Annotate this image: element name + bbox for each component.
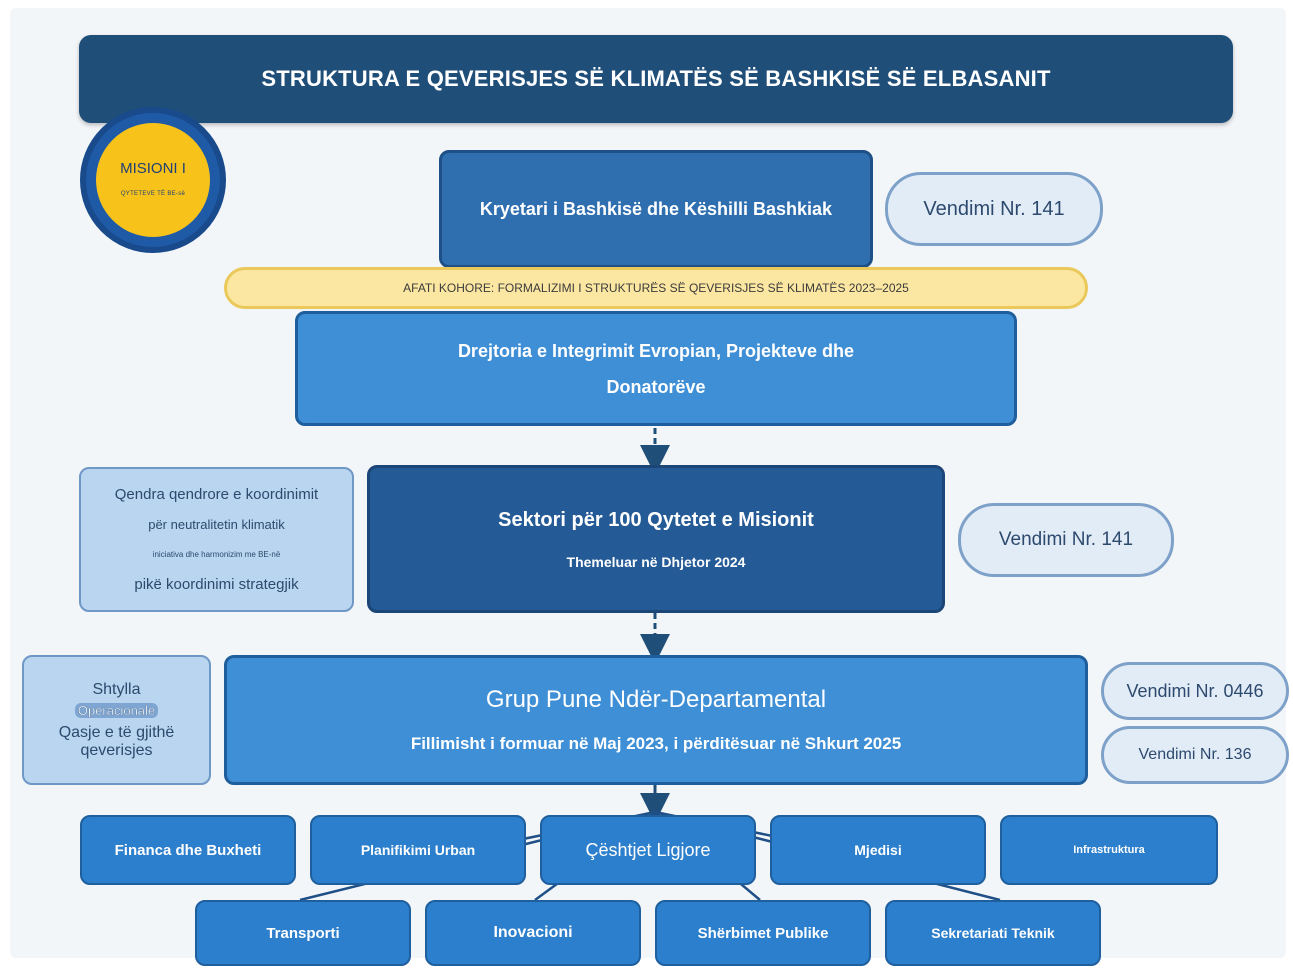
decision-badge-wg-1: Vendimi Nr. 0446 [1101,662,1289,720]
working-group-title: Grup Pune Ndër-Departamental [485,686,827,713]
diagram-title: STRUKTURA E QEVERISJES SË KLIMATËS SË BA… [79,35,1233,123]
sector-subtitle: Themeluar në Dhjetor 2024 [566,553,746,570]
dept-infrastructure: Infrastruktura [1000,815,1218,885]
diagram-title-text: STRUKTURA E QEVERISJES SË KLIMATËS SË BA… [261,66,1051,91]
coordination-hub-box: Qendra qendrore e koordinimit për neutra… [79,467,354,612]
dept-innovation: Inovacioni [425,900,641,966]
sector-title: Sektori për 100 Qytetet e Misionit [498,508,814,531]
directorate-box: Drejtoria e Integrimit Evropian, Projekt… [295,311,1017,426]
timeline-text: AFATI KOHORE: FORMALIZIMI I STRUKTURËS S… [403,281,909,295]
dept-technical-secretariat: Sekretariati Teknik [885,900,1101,966]
directorate-line1: Drejtoria e Integrimit Evropian, Projekt… [457,340,855,361]
working-group-box: Grup Pune Ndër-Departamental Fillimisht … [224,655,1088,785]
decision-top-label: Vendimi Nr. 141 [923,197,1065,220]
dept-urban-planning-label: Planifikimi Urban [360,842,476,858]
mayor-council-label: Kryetari i Bashkisë dhe Këshilli Bashkia… [479,198,833,219]
hub-line2: për neutralitetin klimatik [148,516,285,532]
mission-badge-subtitle: QYTETEVE TË BE-së [120,191,186,197]
pillar-box: Shtylla Operacionale Qasje e të gjithë q… [22,655,211,785]
mission-badge: MISIONI I QYTETEVE TË BE-së [80,107,226,253]
sector-decision-label: Vendimi Nr. 141 [998,529,1134,550]
dept-infrastructure-label: Infrastruktura [1073,844,1145,856]
working-group-subtitle: Fillimisht i formuar në Maj 2023, i përd… [410,734,902,753]
timeline-banner: AFATI KOHORE: FORMALIZIMI I STRUKTURËS S… [224,267,1088,309]
pillar-badge: Operacionale [74,702,159,718]
mission-badge-inner: MISIONI I QYTETEVE TË BE-së [96,123,210,237]
dept-public-services: Shërbimet Publike [655,900,871,966]
mayor-council-box: Kryetari i Bashkisë dhe Këshilli Bashkia… [439,150,873,268]
dept-legal: Çështjet Ligjore [540,815,756,885]
mission-badge-title: MISIONI I [120,160,186,177]
decision-badge-sector: Vendimi Nr. 141 [958,503,1174,577]
dept-finance: Financa dhe Buxheti [80,815,296,885]
decision-badge-top: Vendimi Nr. 141 [885,172,1103,246]
directorate-line2: Donatorëve [606,376,706,397]
pillar-line1: Shtylla [92,680,141,698]
pillar-line2: Qasje e të gjithë [58,723,175,741]
dept-environment-label: Mjedisi [854,842,902,858]
dept-urban-planning: Planifikimi Urban [310,815,526,885]
dept-technical-secretariat-label: Sekretariati Teknik [931,925,1055,941]
hub-line4: pikë koordinimi strategjik [134,575,299,593]
dept-environment: Mjedisi [770,815,986,885]
hub-line3: iniciativa dhe harmonizim me BE-në [152,549,281,559]
dept-innovation-label: Inovacioni [493,924,573,941]
dept-public-services-label: Shërbimet Publike [697,924,829,942]
pillar-line3: qeverisjes [80,741,153,759]
decision-badge-wg-2: Vendimi Nr. 136 [1101,726,1289,784]
dept-transport-label: Transporti [266,924,340,942]
sector-box: Sektori për 100 Qytetet e Misionit Theme… [367,465,945,613]
wg-decision-2-label: Vendimi Nr. 136 [1138,746,1252,763]
hub-line1: Qendra qendrore e koordinimit [114,485,319,503]
dept-transport: Transporti [195,900,411,966]
wg-decision-1-label: Vendimi Nr. 0446 [1126,680,1264,701]
dept-finance-label: Financa dhe Buxheti [114,841,262,859]
dept-legal-label: Çështjet Ligjore [585,839,711,860]
